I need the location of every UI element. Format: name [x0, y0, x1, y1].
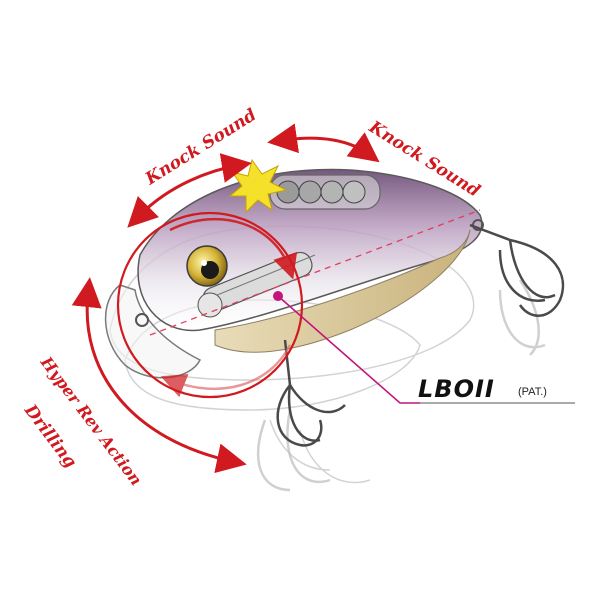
knock-sound-arc-left — [127, 153, 252, 228]
system-name-label: LBOII — [418, 375, 495, 403]
lure-eye — [186, 245, 228, 287]
knock-sound-arc-right — [267, 123, 380, 163]
weight-balls — [269, 174, 381, 210]
treble-hooks — [276, 223, 565, 447]
ghost-hooks — [256, 279, 546, 492]
patent-label: (PAT.) — [518, 386, 547, 398]
lbo-callout — [273, 291, 575, 404]
drilling-label: Drilling — [19, 400, 80, 472]
hyper-rev-action-label: Hyper Rev Action — [36, 352, 146, 489]
hyper-rev-action-arc — [71, 277, 247, 473]
